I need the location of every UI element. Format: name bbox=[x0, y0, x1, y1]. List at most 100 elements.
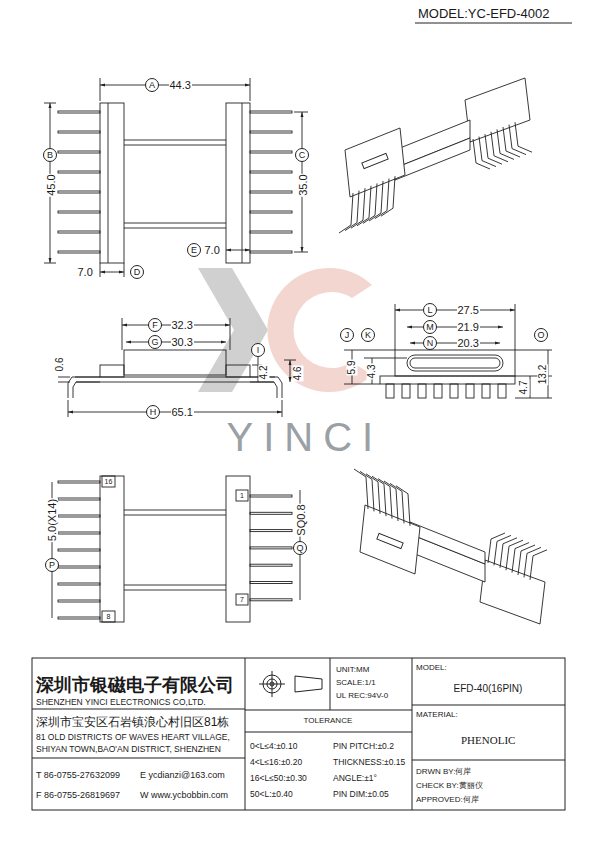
callout-text: D bbox=[134, 268, 141, 277]
title-block bbox=[245, 710, 412, 711]
pin-number: 1 bbox=[240, 492, 244, 500]
top-view bbox=[44, 263, 56, 264]
end-view bbox=[407, 355, 503, 371]
end-view bbox=[364, 358, 407, 359]
pin-number: 7 bbox=[240, 596, 244, 604]
pin bbox=[58, 191, 100, 193]
side-view bbox=[124, 350, 226, 375]
callout-text: E bbox=[191, 246, 197, 255]
end-view bbox=[410, 358, 500, 368]
bottom-view bbox=[124, 590, 226, 591]
title-block-field: EFD-40(16PIN) bbox=[454, 683, 523, 694]
callout-letter: Q bbox=[293, 541, 307, 555]
top-view bbox=[124, 228, 226, 229]
title-block-field: SCALE:1/1 bbox=[336, 679, 376, 688]
end-view bbox=[530, 376, 531, 398]
end-view bbox=[344, 384, 380, 385]
pin bbox=[250, 131, 292, 133]
pin bbox=[58, 532, 100, 534]
dimension-value: 27.5 bbox=[457, 304, 480, 316]
company-info: W www.ycbobbin.com bbox=[140, 791, 228, 801]
pin-number: 16 bbox=[105, 478, 113, 486]
pin-number: 8 bbox=[107, 613, 111, 621]
bottom-view bbox=[124, 510, 226, 511]
title-block bbox=[295, 676, 322, 692]
pin bbox=[58, 549, 100, 551]
isometric-view bbox=[395, 138, 470, 180]
header-rule bbox=[415, 23, 572, 24]
tolerance-note: TOLERANCE bbox=[304, 717, 353, 726]
bottom-view bbox=[102, 611, 115, 622]
title-block bbox=[245, 732, 412, 733]
company-info: E ycdianzi@163.com bbox=[140, 771, 225, 781]
title-block bbox=[32, 758, 245, 759]
end-view bbox=[395, 304, 396, 350]
top-view bbox=[242, 103, 243, 263]
logo-watermark bbox=[267, 268, 372, 392]
dimension-value: 4.7 bbox=[518, 379, 529, 395]
title-block bbox=[412, 705, 565, 706]
pin bbox=[466, 384, 474, 398]
title-block bbox=[32, 658, 565, 810]
bottom-view bbox=[124, 515, 226, 516]
pin bbox=[386, 384, 394, 398]
pin bbox=[250, 111, 292, 113]
side-view bbox=[282, 400, 283, 417]
company-info: 81 OLD DISTRICTS OF WAVES HEART VILLAGE, bbox=[36, 733, 230, 742]
top-view bbox=[100, 263, 101, 277]
pin bbox=[250, 211, 292, 213]
callout-text: H bbox=[150, 408, 157, 417]
side-view bbox=[100, 365, 124, 377]
dimension-value: 32.3 bbox=[171, 319, 194, 331]
company-info: SHIYAN TOWN,BAO'AN DISTRICT, SHENZHEN bbox=[36, 745, 221, 754]
tolerance-note: 4<L≤16:±0.20 bbox=[250, 758, 302, 767]
callout-text: C bbox=[299, 151, 306, 160]
pin bbox=[58, 151, 100, 153]
company-info: SHENZHEN YINCI ELECTRONICS CO,LTD. bbox=[36, 698, 206, 707]
callout-letter: N bbox=[423, 336, 437, 350]
pin bbox=[450, 384, 458, 398]
callout-text: B bbox=[47, 151, 53, 160]
top-view bbox=[124, 140, 226, 141]
pin bbox=[58, 231, 100, 233]
pin bbox=[482, 384, 490, 398]
dimension-value: 5.9 bbox=[346, 359, 357, 375]
pin bbox=[58, 171, 100, 173]
tolerance-note: 0<L≤4:±0.10 bbox=[250, 742, 297, 751]
pin bbox=[250, 512, 292, 514]
bottom-view bbox=[52, 476, 300, 622]
title-block bbox=[412, 658, 413, 810]
callout-text: P bbox=[49, 561, 55, 570]
top-view bbox=[250, 78, 251, 101]
callout-letter: A bbox=[145, 78, 159, 92]
callout-text: F bbox=[152, 321, 158, 330]
model-header: MODEL:YC-EFD-4002 bbox=[418, 7, 549, 21]
tolerance-note: 16<L≤50:±0.30 bbox=[250, 774, 307, 783]
side-view bbox=[68, 377, 100, 398]
callout-letter: K bbox=[361, 328, 375, 342]
bottom-view bbox=[102, 476, 115, 487]
company-info: 深圳市银磁电子有限公司 bbox=[36, 676, 234, 696]
callout-letter: H bbox=[146, 405, 160, 419]
callout-letter: B bbox=[43, 148, 57, 162]
end-view bbox=[380, 376, 515, 384]
pin bbox=[402, 384, 410, 398]
top-view bbox=[226, 103, 250, 263]
pin bbox=[58, 515, 100, 517]
company-info: 深圳市宝安区石岩镇浪心村旧区81栋 bbox=[36, 716, 229, 729]
side-view bbox=[122, 318, 123, 350]
pin bbox=[418, 384, 426, 398]
title-block-field: DRWN BY:何岸 bbox=[416, 768, 471, 777]
dimension-value: 0.6 bbox=[54, 356, 65, 372]
callout-letter: J bbox=[340, 328, 354, 342]
dimension-value: 4.6 bbox=[292, 365, 303, 381]
callout-letter: I bbox=[251, 343, 265, 357]
title-block bbox=[272, 671, 273, 697]
callout-text: L bbox=[427, 306, 432, 315]
pin bbox=[58, 131, 100, 133]
dimension-value: 65.1 bbox=[171, 406, 194, 418]
dimension-value: 21.9 bbox=[457, 321, 480, 333]
pin bbox=[250, 582, 292, 584]
top-view bbox=[100, 272, 124, 273]
